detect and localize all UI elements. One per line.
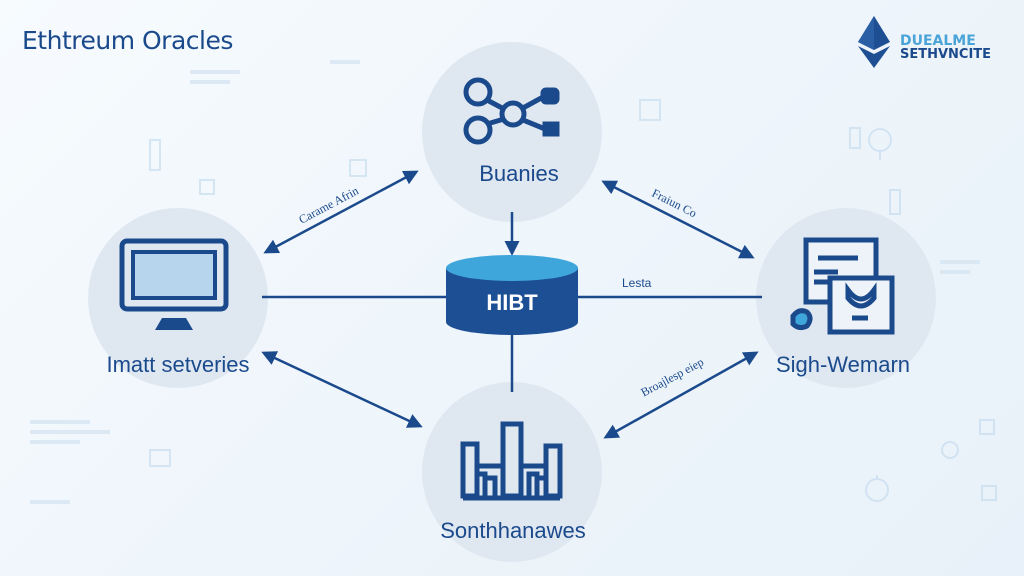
logo-line-2: SETHVNCITE [900,47,992,62]
node-label-top: Buanies [479,161,559,186]
edge-top-left [263,170,419,254]
brand-logo: DUEALME SETHVNCITE [856,14,1024,74]
node-label-left: Imatt setveries [106,352,250,377]
ethereum-diamond-icon [858,16,890,68]
center-node-label: HIBT [486,290,538,315]
edge-label-center-right: Lesta [622,276,652,290]
document-certificate-icon [790,237,895,335]
edge-top-right [601,180,755,259]
node-label-right: Sigh-Wemarn [775,352,911,377]
database-cylinder-icon[interactable] [446,255,578,335]
building-icon [460,421,563,501]
node-label-bottom: Sonthhanawes [440,518,586,543]
node-circle-bottom[interactable] [422,382,602,562]
edge-left-bottom [261,351,423,428]
page-title: Ethtreum Oracles [22,26,233,55]
logo-line-1: DUEALME [900,33,976,49]
monitor-icon [119,238,229,330]
edge-bottom-right [603,351,759,439]
network-nodes-icon [463,77,560,145]
node-circle-top[interactable] [422,42,602,222]
